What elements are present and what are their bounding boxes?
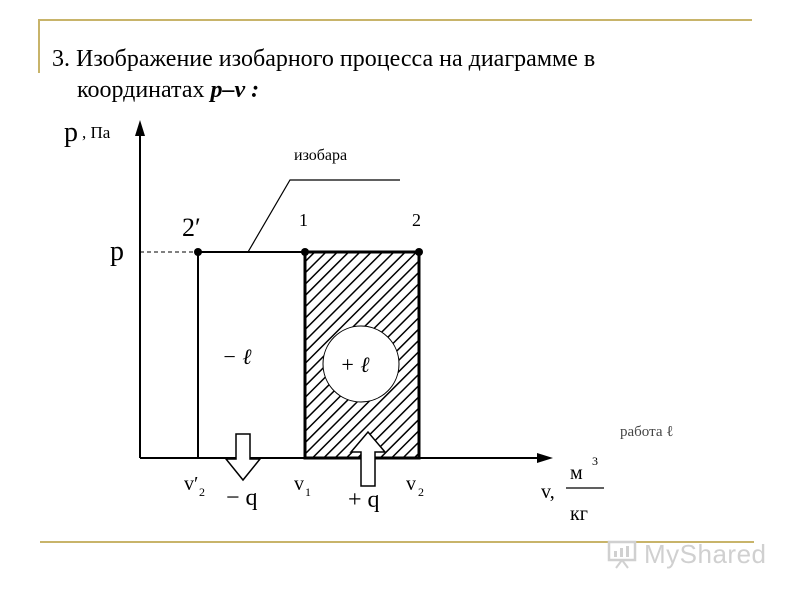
bottom-divider [40,541,754,543]
point-label-2: 2 [412,210,421,230]
isobar-leader-line [247,179,400,253]
title-line-2: координатах p–v : [52,75,595,106]
y-axis-unit: , Па [82,123,111,142]
volume-sub-v2: 2 [418,485,424,499]
title-line-1: 3. Изображение изобарного процесса на ди… [52,46,596,72]
heat-out-arrow [224,433,262,482]
point-label-1: 1 [299,210,308,230]
heat-in-arrow [349,430,387,487]
point-2-prime [194,248,202,256]
volume-label-v1: v [294,473,304,495]
top-divider [38,19,752,21]
left-accent-bar [38,19,40,73]
negative-work-label: − ℓ [222,344,252,369]
volume-sub-v1: 1 [305,485,311,499]
volume-label-v2: v [406,473,416,495]
x-axis-symbol: v, [541,481,555,503]
x-axis-arrow [537,453,553,463]
x-axis-unit-exponent: 3 [592,454,598,468]
volume-sub-v2-prime: 2 [199,485,205,499]
title-coordinates: p–v : [210,77,260,103]
isobar-label: изобара [294,147,347,164]
title-line-2-text: координатах [77,77,211,103]
work-caption: работа ℓ [620,424,673,440]
heat-negative-label: − q [226,485,258,511]
y-axis-symbol: p [64,117,78,148]
heat-positive-label: + q [348,487,380,513]
point-label-2-prime: 2′ [182,213,201,242]
point-2 [415,248,423,256]
x-axis-unit-numerator: м [570,462,583,484]
positive-work-label: + ℓ [340,352,370,377]
pressure-label: p [110,236,124,267]
x-axis-unit-denominator: кг [570,503,588,525]
slide-title: 3. Изображение изобарного процесса на ди… [52,44,595,106]
point-1 [301,248,309,256]
positive-work-circle [322,325,400,403]
y-axis-arrow [135,120,145,136]
volume-label-v2-prime: v′ [184,473,198,495]
watermark-logo: MyShared [606,536,767,572]
logo-text: MyShared [644,538,767,569]
presentation-icon [607,540,637,569]
